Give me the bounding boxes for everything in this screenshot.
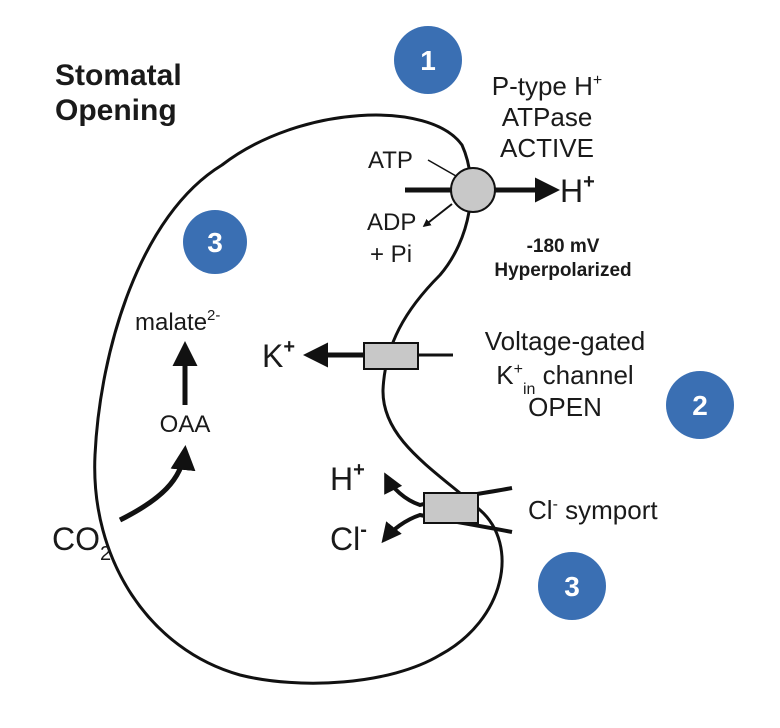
title-line-2: Opening (55, 94, 177, 127)
k-ion: K+ (262, 336, 295, 374)
symport-cl-ion: Cl- (330, 519, 367, 557)
cl-symporter (423, 492, 479, 524)
pump-label-line-3: ACTIVE (500, 133, 594, 163)
step-3-badge-right: 3 (538, 552, 606, 620)
pump-label-line-1: P-type H+ (492, 71, 603, 101)
symport-h-ion: H+ (330, 459, 365, 497)
svg-text:3: 3 (207, 227, 223, 258)
symport-arm-top (384, 472, 513, 508)
oaa-label: OAA (160, 411, 211, 438)
adp-arrow (422, 203, 453, 227)
step-2-badge: 2 (666, 371, 734, 439)
adp-label: ADP (367, 209, 416, 236)
channel-label-line-1: Voltage-gated (485, 326, 645, 356)
membrane-potential-value: -180 mV (527, 236, 600, 257)
guard-cell-outline (93, 113, 504, 685)
atpase-pump (450, 167, 496, 213)
step-1-badge: 1 (394, 26, 462, 94)
atp-label: ATP (368, 147, 413, 174)
pump-label-line-2: ATPase (502, 102, 593, 132)
svg-text:1: 1 (420, 45, 436, 76)
channel-label-line-2: K+in channel (496, 360, 633, 398)
atp-pointer (427, 159, 457, 177)
pi-label: + Pi (370, 241, 412, 268)
symport-arm-bottom (381, 512, 513, 544)
title-line-1: Stomatal (55, 59, 182, 92)
co2-label: CO2 (52, 521, 111, 565)
k-channel (363, 342, 419, 370)
co2-to-oaa-arrow (118, 445, 196, 523)
malate-label: malate2- (135, 307, 220, 336)
channel-label-line-3: OPEN (528, 392, 602, 422)
membrane-potential-state: Hyperpolarized (494, 260, 631, 281)
symport-label: Cl- symport (528, 495, 658, 525)
step-3-badge-left: 3 (183, 210, 247, 274)
pump-h-ion: H+ (560, 171, 595, 209)
svg-text:3: 3 (564, 571, 580, 602)
svg-text:2: 2 (692, 390, 708, 421)
